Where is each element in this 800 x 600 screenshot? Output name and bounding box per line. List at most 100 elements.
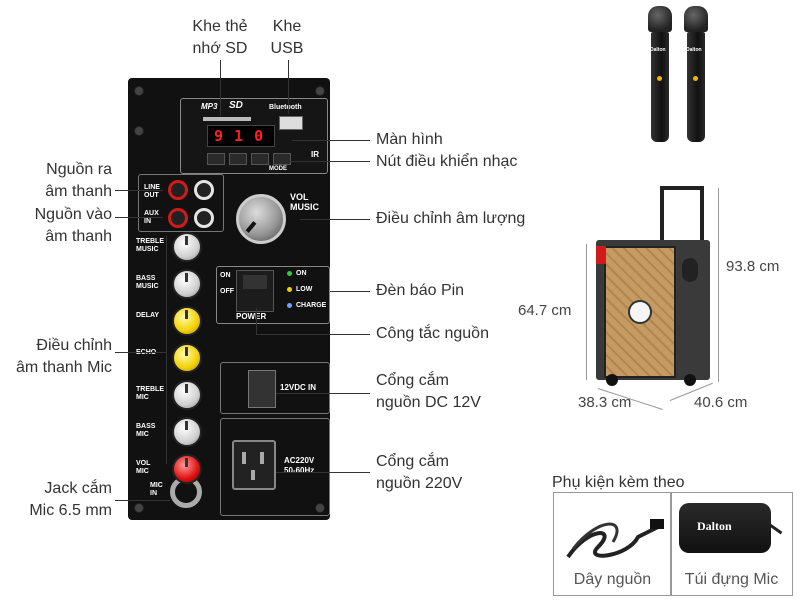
line-out-white-jack[interactable] xyxy=(194,180,214,200)
bluetooth-label: Bluetooth xyxy=(269,104,302,111)
screw xyxy=(134,503,144,513)
accessories-title: Phụ kiện kèm theo xyxy=(552,474,685,491)
echo-knob[interactable] xyxy=(172,343,202,373)
callout-line xyxy=(166,236,167,464)
vol-mic-label: VOL MIC xyxy=(136,460,151,475)
line-out-label: LINE OUT xyxy=(144,184,160,199)
callout-line xyxy=(220,60,221,116)
dim-line-body xyxy=(586,244,587,380)
callout-line xyxy=(256,308,257,334)
mode-button[interactable] xyxy=(273,153,291,165)
aux-in-red-jack[interactable] xyxy=(168,208,188,228)
vol-music-knob[interactable] xyxy=(236,194,286,244)
callout-line xyxy=(115,217,163,218)
media-module: MP3 SD Bluetooth 9 1 0 MODE IR xyxy=(180,98,328,174)
bass-mic-knob[interactable] xyxy=(172,417,202,447)
volume-label: Điều chỉnh âm lượng xyxy=(376,210,526,227)
sd-slot-label: Khe thẻ nhớ SD xyxy=(192,18,248,57)
ir-label: IR xyxy=(311,150,319,159)
power-off-label: OFF xyxy=(220,288,234,295)
accessory-cable-box: Dây nguồn xyxy=(553,492,672,596)
bag-brand: Dalton xyxy=(697,519,732,533)
dc-port-label: Cổng cắm nguồn DC 12V xyxy=(376,372,481,411)
mp3-logo: MP3 xyxy=(201,102,218,111)
mic-grille xyxy=(648,6,672,32)
depth-label: 40.6 cm xyxy=(694,394,748,411)
speaker-side-handle xyxy=(682,258,698,282)
screw xyxy=(134,86,144,96)
vol-mic-knob[interactable] xyxy=(172,454,202,484)
screw xyxy=(134,126,144,136)
display-digits: 9 1 0 xyxy=(214,127,265,145)
speaker-wheel xyxy=(684,374,696,386)
ac-port-label: Cổng cắm nguồn 220V xyxy=(376,453,463,492)
power-cable-icon xyxy=(566,519,664,559)
callout-line xyxy=(115,352,167,353)
bass-music-knob[interactable] xyxy=(172,269,202,299)
vol-music-label: VOL MUSIC xyxy=(290,192,319,212)
callout-line xyxy=(276,472,370,473)
mic-adjust-label: Điều chỉnh âm thanh Mic xyxy=(15,337,112,376)
callout-line xyxy=(300,219,370,220)
mic-led xyxy=(693,76,698,81)
line-out-red-jack[interactable] xyxy=(168,180,188,200)
ac-in-label: AC220V 50-60Hz xyxy=(284,456,315,475)
bass-music-label: BASS MUSIC xyxy=(136,275,159,290)
led-low xyxy=(287,287,292,292)
bass-mic-label: BASS MIC xyxy=(136,423,156,438)
treble-mic-label: TREBLE MIC xyxy=(136,386,164,401)
control-panel: MP3 SD Bluetooth 9 1 0 MODE IR LINE OUT … xyxy=(128,78,330,520)
prev-button[interactable] xyxy=(207,153,225,165)
treble-mic-knob[interactable] xyxy=(172,380,202,410)
io-box xyxy=(138,174,224,232)
power-switch-label: Công tắc nguồn xyxy=(376,325,489,342)
speaker-red-corner xyxy=(596,246,606,264)
dc-box xyxy=(220,362,330,414)
audio-in-label: Nguồn vào âm thanh xyxy=(34,206,112,245)
speaker-handle xyxy=(660,186,704,250)
usb-slot[interactable] xyxy=(279,116,303,130)
aux-in-white-jack[interactable] xyxy=(194,208,214,228)
dc-terminal[interactable] xyxy=(248,370,276,408)
mic-jack-label: Jack cắm Mic 6.5 mm xyxy=(29,480,112,519)
vol-knob-indicator xyxy=(245,221,257,233)
ac-pin xyxy=(251,470,255,480)
mic-bag: Dalton xyxy=(679,503,771,553)
height-total-label: 93.8 cm xyxy=(726,258,780,275)
treble-music-label: TREBLE MUSIC xyxy=(136,238,164,253)
callout-line xyxy=(288,60,289,114)
power-label: POWER xyxy=(236,312,267,321)
callout-line xyxy=(115,190,163,191)
audio-out-label: Nguồn ra âm thanh xyxy=(45,161,112,200)
screw xyxy=(315,503,325,513)
sd-logo: SD xyxy=(229,100,243,111)
mic-grille xyxy=(684,6,708,32)
led-low-label: LOW xyxy=(296,286,313,293)
callout-line xyxy=(256,334,370,335)
cable-label: Dây nguồn xyxy=(573,571,652,588)
ac-socket[interactable] xyxy=(232,440,276,490)
screw xyxy=(315,86,325,96)
next-button[interactable] xyxy=(251,153,269,165)
music-button-row xyxy=(207,153,291,165)
echo-label: ECHO xyxy=(136,349,156,357)
music-buttons-label: Nút điều khiển nhạc xyxy=(376,153,518,170)
microphone: Dalton xyxy=(684,6,708,144)
usb-slot-label: Khe USB xyxy=(270,18,304,57)
bag-label: Túi đựng Mic xyxy=(684,571,779,588)
screen-label: Màn hình xyxy=(376,131,443,148)
ac-box xyxy=(220,418,330,516)
sd-slot[interactable] xyxy=(203,117,251,121)
power-switch[interactable] xyxy=(236,270,274,312)
led-on xyxy=(287,271,292,276)
aux-in-label: AUX IN xyxy=(144,210,159,225)
delay-knob[interactable] xyxy=(172,306,202,336)
callout-line xyxy=(115,500,170,501)
play-button[interactable] xyxy=(229,153,247,165)
treble-music-knob[interactable] xyxy=(172,232,202,262)
led-charge-label: CHARGE xyxy=(296,302,327,309)
microphone: Dalton xyxy=(648,6,672,144)
callout-line xyxy=(276,393,370,394)
ac-pin xyxy=(260,452,264,464)
delay-label: DELAY xyxy=(136,312,160,319)
